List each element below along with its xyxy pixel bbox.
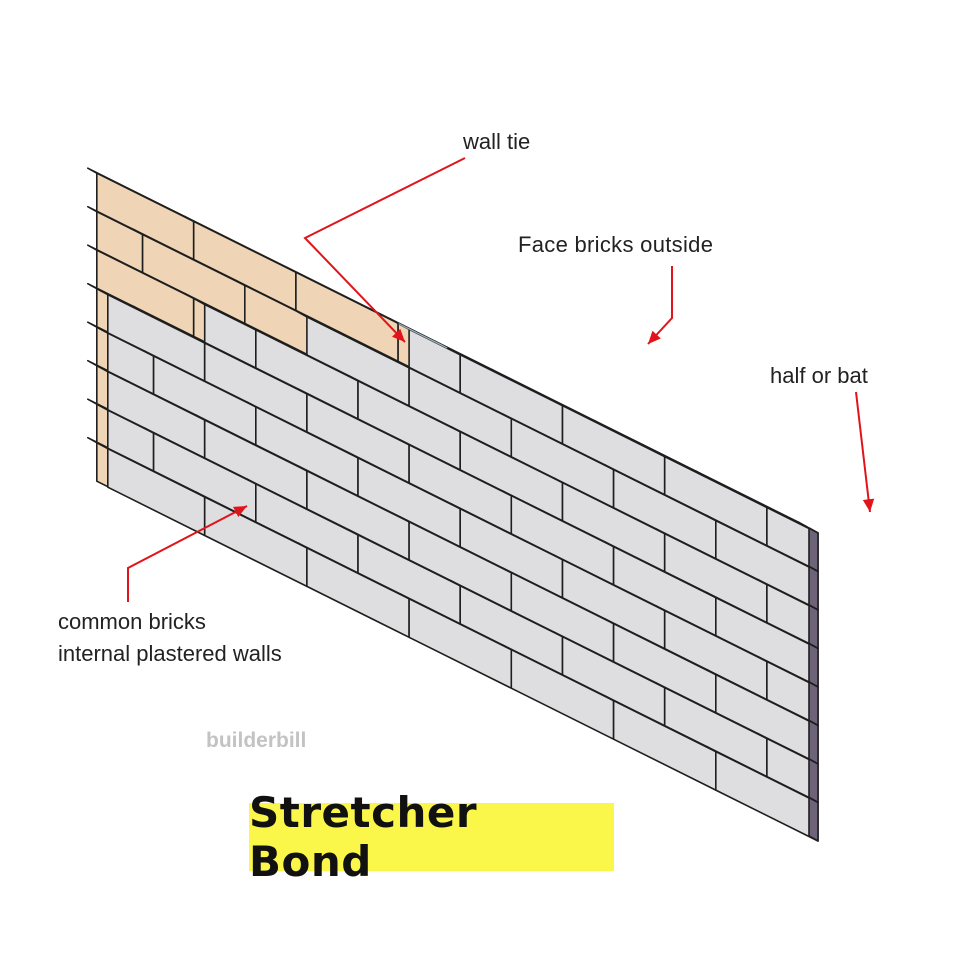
page-title: Stretcher Bond: [249, 788, 478, 886]
label-face-bricks-outside: Face bricks outside: [518, 232, 714, 257]
brick-end-face: [808, 604, 819, 650]
leader-common-bricks: [127, 505, 248, 602]
watermark: builderbill: [206, 729, 307, 752]
leader-face-bricks: [647, 266, 673, 345]
leader-half-or-bat-arrowhead: [862, 498, 875, 512]
leader-face-bricks-arrowhead: [648, 330, 661, 344]
label-wall-tie: wall tie: [463, 129, 531, 154]
leader-wall-tie: [303, 157, 466, 343]
wall-tie-plate: [398, 323, 448, 349]
label-internal-plastered-walls: internal plastered walls: [58, 640, 282, 666]
leader-common-bricks-arrowhead: [233, 506, 247, 517]
brick-end-face: [808, 796, 819, 842]
brick-end-face: [808, 565, 819, 611]
leader-half-or-bat: [855, 391, 871, 513]
common-brick-leaf: [98, 288, 819, 842]
label-half-or-bat: half or bat: [770, 363, 868, 388]
brick-end-face: [808, 642, 819, 688]
label-common-bricks-line1: common bricks: [58, 609, 206, 634]
brick-end-face: [808, 527, 819, 573]
label-common-bricks: common bricks internal plastered walls: [58, 606, 282, 670]
leader-lines: [127, 157, 875, 602]
brick-end-face: [808, 719, 819, 765]
brick-end-face: [808, 681, 819, 727]
brick-end-face: [808, 758, 819, 804]
leader-wall-tie-arrowhead: [392, 328, 405, 342]
title-banner: Stretcher Bond: [249, 788, 614, 886]
